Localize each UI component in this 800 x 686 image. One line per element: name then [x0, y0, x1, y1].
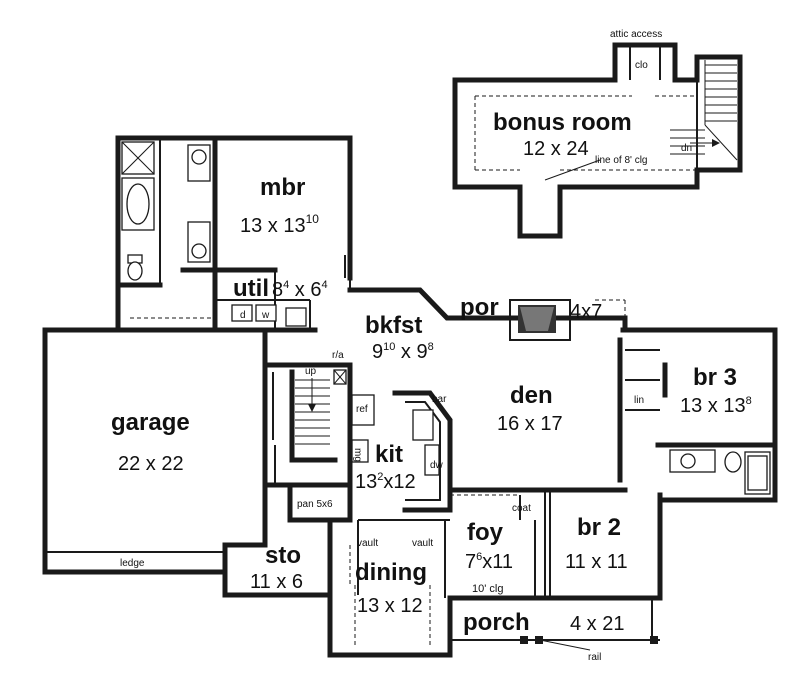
annotation-notes: up r/a ref bar mg dw lin coat pan 5x6 va…: [120, 350, 644, 663]
garage-dim: 22 x 22: [118, 453, 184, 475]
return-air-note: r/a: [332, 350, 344, 361]
main-stairs: [295, 378, 330, 445]
porch-name: porch: [463, 609, 530, 636]
mbr-name: mbr: [260, 174, 305, 201]
main-floor-walls: [42, 135, 778, 658]
dining-dim: 13 x 12: [357, 595, 423, 617]
refrigerator-label: ref: [356, 404, 368, 415]
util-name: util: [233, 275, 269, 302]
linen-label: lin: [634, 395, 644, 406]
bar-label: bar: [432, 394, 447, 405]
den-dim: 16 x 17: [497, 413, 563, 435]
den-name: den: [510, 382, 553, 409]
foyer-dining-details: [349, 494, 658, 651]
sto-dim: 11 x 6: [250, 571, 303, 593]
br3-name: br 3: [693, 364, 737, 391]
bonus-room-area: attic access clo bonus room 12 x 24 dn l…: [452, 29, 743, 239]
por-name: por: [460, 294, 499, 321]
kit-name: kit: [375, 441, 403, 468]
stair-down-note: dn: [681, 143, 692, 154]
foy-ceiling-note: 10' clg: [472, 583, 503, 595]
kit-dim: 132x12: [355, 471, 416, 493]
br2-name: br 2: [577, 514, 621, 541]
sto-name: sto: [265, 542, 301, 569]
ceiling-line-note: line of 8' clg: [595, 155, 648, 166]
util-dim: 84 x 64: [272, 279, 328, 301]
pantry-label: pan 5x6: [297, 499, 333, 510]
coat-label: coat: [512, 503, 531, 514]
washer-label: w: [261, 310, 270, 321]
room-labels: mbr 13 x 1310 util 84 x 64 d w bkfst 910…: [111, 174, 752, 636]
foy-name: foy: [467, 519, 504, 546]
closet-label: clo: [635, 60, 648, 71]
den-area: [447, 299, 628, 598]
bonus-room-name: bonus room: [493, 109, 632, 136]
center-interior: [262, 362, 453, 523]
master-suite-interior: [115, 135, 346, 333]
attic-stairs: [670, 60, 738, 161]
attic-access-note: attic access: [610, 29, 662, 40]
mbr-dim: 13 x 1310: [240, 212, 319, 237]
stair-up-note: up: [305, 366, 317, 377]
vault-note-left: vault: [357, 538, 378, 549]
ledge-label: ledge: [120, 558, 145, 569]
porch-dim: 4 x 21: [570, 613, 624, 635]
br3-area: [625, 349, 778, 495]
garage-name: garage: [111, 409, 190, 436]
dryer-label: d: [240, 310, 246, 321]
rail-label: rail: [588, 652, 601, 663]
vault-note-right: vault: [412, 538, 433, 549]
dishwasher-label: dw: [430, 460, 444, 471]
bkfst-dim: 910 x 98: [372, 341, 434, 363]
por-dim: 4x7: [570, 301, 602, 323]
bonus-room-dim: 12 x 24: [523, 138, 589, 160]
dining-name: dining: [355, 559, 427, 586]
microwave-label: mg: [352, 448, 363, 462]
bkfst-name: bkfst: [365, 312, 422, 339]
br3-dim: 13 x 138: [680, 395, 752, 417]
br2-dim: 11 x 11: [565, 551, 628, 573]
foy-dim: 76x11: [465, 551, 513, 573]
